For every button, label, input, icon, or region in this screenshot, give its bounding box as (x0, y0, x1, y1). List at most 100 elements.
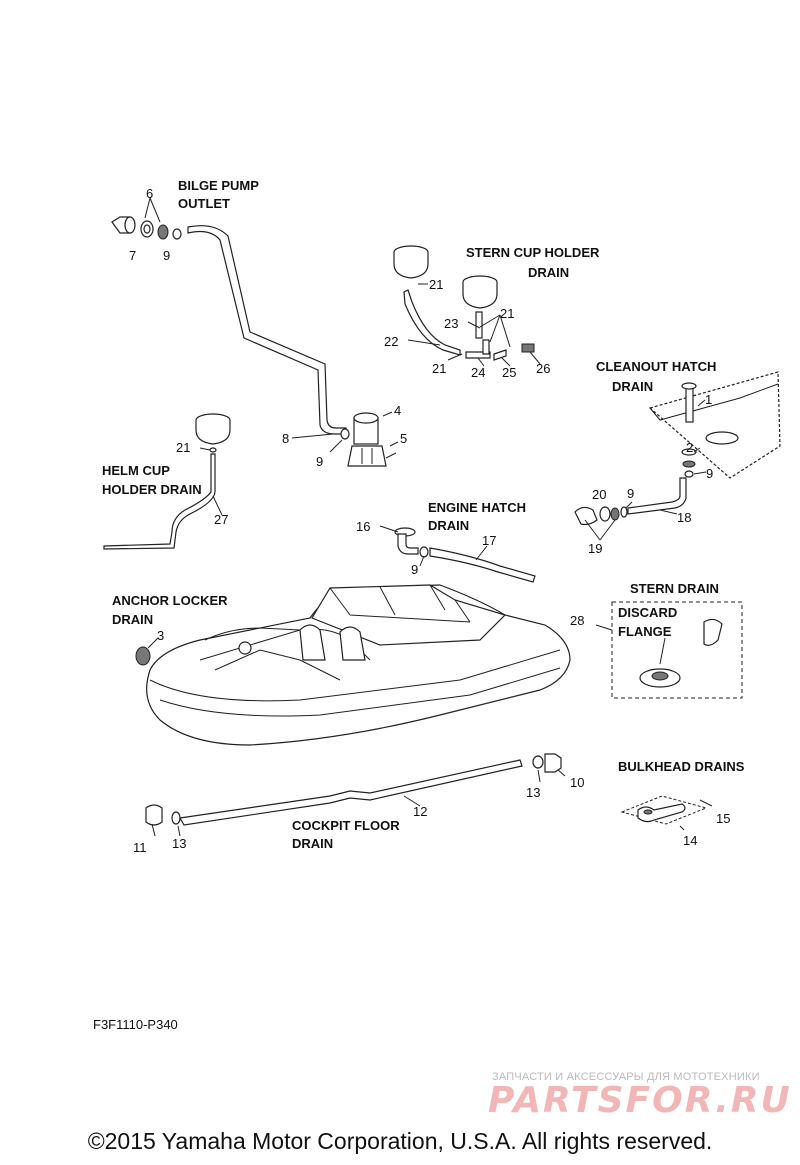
bilge-pump-outlet-group (111, 197, 399, 467)
part-number-28: 28 (570, 613, 584, 628)
cleanout-hatch-group (574, 371, 781, 541)
hose-25 (493, 349, 507, 361)
boat-hull (135, 584, 571, 746)
hatch-fitting-16-elbow (397, 533, 419, 555)
label-helm-cup-1: HELM CUP (102, 463, 170, 478)
part-number-13: 13 (526, 785, 540, 800)
watermark-subtitle: ЗАПЧАСТИ И АКСЕССУАРЫ ДЛЯ МОТОТЕХНИКИ (492, 1071, 760, 1083)
engine-hose-17 (429, 547, 536, 583)
label-bilge-pump-1: BILGE PUMP (178, 178, 259, 193)
label-stern-cup-2: DRAIN (528, 265, 569, 280)
part-number-15: 15 (716, 811, 730, 826)
clamp-9e (419, 546, 429, 558)
part-number-9: 9 (706, 466, 713, 481)
part-number-21: 21 (432, 361, 446, 376)
part-number-9: 9 (163, 248, 170, 263)
part-number-9: 9 (316, 454, 323, 469)
fitting-10 (544, 753, 562, 773)
label-anchor-2: DRAIN (112, 612, 153, 627)
label-engine-hatch-1: ENGINE HATCH (428, 500, 526, 515)
part-number-21: 21 (500, 306, 514, 321)
part-number-13: 13 (172, 836, 186, 851)
part-number-21: 21 (176, 440, 190, 455)
label-cockpit-2: DRAIN (292, 836, 333, 851)
bilge-hose-8 (187, 225, 347, 435)
diagram-code: F3F1110-P340 (93, 1017, 178, 1032)
clamp-13b (171, 811, 181, 825)
stern-drain-box (611, 601, 743, 699)
label-stern-cup-1: STERN CUP HOLDER (466, 245, 600, 260)
part-number-12: 12 (413, 804, 427, 819)
gasket-6-hole (143, 224, 151, 234)
part-number-3: 3 (157, 628, 164, 643)
part-number-17: 17 (482, 533, 496, 548)
clamp-13a (532, 755, 544, 769)
label-cleanout-2: DRAIN (612, 379, 653, 394)
helm-cup-holder-group (103, 413, 231, 550)
label-discard-1: DISCARD (618, 605, 677, 620)
cup-holder-right-body (462, 282, 498, 309)
part-number-6: 6 (146, 186, 153, 201)
pump-bracket-5 (347, 445, 387, 467)
part-number-4: 4 (394, 403, 401, 418)
part-number-26: 26 (536, 361, 550, 376)
label-cockpit-1: COCKPIT FLOOR (292, 818, 400, 833)
screw-1-head (681, 382, 697, 390)
label-cleanout-1: CLEANOUT HATCH (596, 359, 716, 374)
seat-left (299, 624, 326, 661)
clamp-9c (340, 428, 350, 440)
part-number-20: 20 (592, 487, 606, 502)
elbow-fitting-19 (574, 506, 598, 526)
part-number-9: 9 (411, 562, 418, 577)
label-engine-hatch-2: DRAIN (428, 518, 469, 533)
part-number-7: 7 (129, 248, 136, 263)
helm-cup-holder-body (195, 420, 231, 445)
part-number-21: 21 (429, 277, 443, 292)
clamp-9b (684, 470, 694, 478)
tee-24-stem (482, 339, 490, 355)
label-helm-cup-2: HOLDER DRAIN (102, 482, 202, 497)
part-number-9: 9 (627, 486, 634, 501)
part-number-18: 18 (677, 510, 691, 525)
part-number-24: 24 (471, 365, 485, 380)
outlet-fitting-7-rim (124, 216, 136, 234)
gasket-20 (599, 506, 611, 522)
nut-6 (157, 224, 169, 240)
clamp-9d (620, 506, 628, 518)
hatch-opening (705, 431, 739, 445)
label-bulkhead: BULKHEAD DRAINS (618, 759, 745, 774)
hatch-deck-panel (648, 371, 781, 479)
discard-flange-hole (651, 671, 669, 681)
bulkhead-drains-group (620, 795, 713, 831)
cup-holder-left-body (393, 252, 429, 279)
copyright-notice: ©2015 Yamaha Motor Corporation, U.S.A. A… (87, 1128, 713, 1154)
screw-1 (685, 385, 694, 423)
bulkhead-drain-14 (637, 803, 686, 823)
label-bilge-pump-2: OUTLET (178, 196, 230, 211)
part-number-25: 25 (502, 365, 516, 380)
hatch-hose-18 (627, 477, 687, 515)
bulkhead-drain-hole (643, 809, 653, 815)
cockpit-hose-12 (179, 759, 523, 826)
seat-right (339, 626, 366, 661)
washer-2 (681, 448, 697, 456)
part-number-8: 8 (282, 431, 289, 446)
part-number-23: 23 (444, 316, 458, 331)
stern-cup-holder-group (393, 245, 541, 367)
nut-19 (610, 507, 620, 521)
label-anchor-1: ANCHOR LOCKER (112, 593, 228, 608)
part-number-27: 27 (214, 512, 228, 527)
part-number-2: 2 (686, 440, 693, 455)
part-number-10: 10 (570, 775, 584, 790)
part-number-1: 1 (705, 392, 712, 407)
part-number-16: 16 (356, 519, 370, 534)
clamp-21d (209, 447, 217, 453)
speaker (238, 641, 252, 655)
part-number-11: 11 (133, 840, 147, 855)
windshield (311, 584, 507, 646)
connector-23 (475, 311, 483, 339)
engine-hatch-group (379, 525, 536, 583)
fitting-26 (521, 343, 535, 353)
nut-2 (682, 460, 696, 468)
